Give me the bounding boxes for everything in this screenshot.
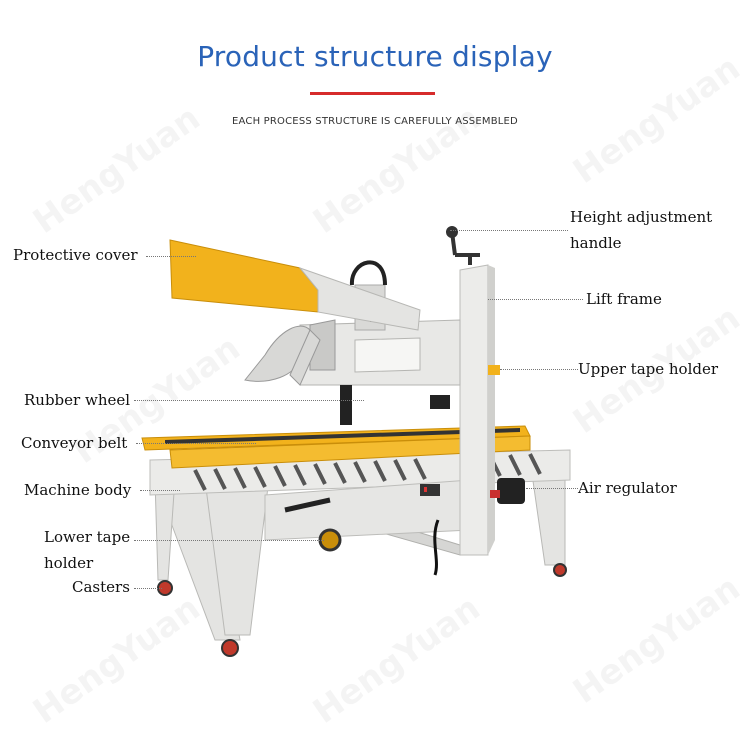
label-height-adjustment-line1: Height adjustment xyxy=(570,208,713,226)
leader-line xyxy=(136,443,256,444)
power-cord xyxy=(433,519,440,576)
air-regulator xyxy=(490,478,525,504)
lift-frame xyxy=(459,264,495,556)
label-upper-tape-holder: Upper tape holder xyxy=(578,360,719,378)
flap-arms xyxy=(244,325,321,386)
label-rubber-wheel: Rubber wheel xyxy=(24,391,131,409)
casters xyxy=(157,563,567,657)
page-title: Product structure display xyxy=(197,40,553,73)
leader-line xyxy=(146,256,196,257)
leader-line xyxy=(500,369,578,370)
label-protective-cover: Protective cover xyxy=(13,246,138,264)
label-lower-tape-line1: Lower tape xyxy=(44,528,131,546)
leader-line xyxy=(488,299,583,300)
label-lift-frame: Lift frame xyxy=(586,290,662,308)
leader-line xyxy=(134,400,364,401)
leader-line xyxy=(450,230,568,231)
height-adjustment-handle xyxy=(446,226,480,265)
label-machine-body: Machine body xyxy=(24,481,132,499)
label-casters: Casters xyxy=(72,578,130,596)
label-air-regulator: Air regulator xyxy=(578,479,677,497)
leader-line xyxy=(134,588,162,589)
conveyor-belt xyxy=(141,425,531,469)
upper-tape-holder xyxy=(488,365,500,375)
leader-line xyxy=(140,490,180,491)
label-lower-tape-line2: holder xyxy=(44,554,94,572)
title-underline xyxy=(310,92,435,95)
label-height-adjustment-handle: Height adjustment handle xyxy=(570,208,712,252)
protective-cover xyxy=(169,239,421,331)
label-height-adjustment-line2: handle xyxy=(570,234,622,252)
leader-line xyxy=(134,540,324,541)
control-panel xyxy=(420,484,440,496)
page-subtitle: EACH PROCESS STRUCTURE IS CAREFULLY ASSE… xyxy=(232,116,518,127)
conveyor-rollers xyxy=(193,453,542,491)
label-conveyor-belt: Conveyor belt xyxy=(21,434,128,452)
body-crank-handle xyxy=(284,497,331,513)
label-lower-tape-holder: Lower tape holder xyxy=(44,528,130,572)
leader-line xyxy=(526,488,578,489)
